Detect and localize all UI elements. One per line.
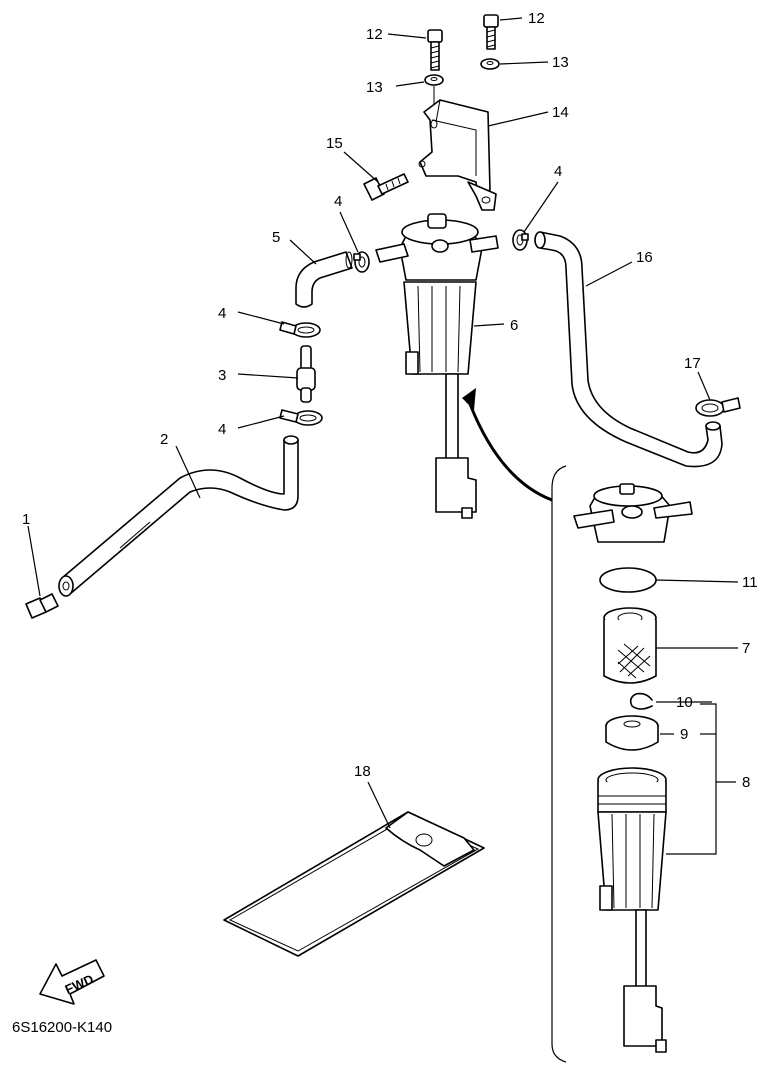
fwd-arrow: FWD xyxy=(39,959,105,1005)
callout-5: 5 xyxy=(272,229,280,246)
callout-9: 9 xyxy=(680,726,688,743)
circlip-10[interactable] xyxy=(629,692,653,710)
callout-1: 1 xyxy=(22,511,30,528)
filter-head-exploded[interactable] xyxy=(573,483,693,543)
filter-bowl-8[interactable] xyxy=(597,767,667,1053)
bolt-12-right[interactable] xyxy=(483,14,499,50)
float-9[interactable] xyxy=(605,715,659,751)
callout-6: 6 xyxy=(510,317,518,334)
hose-2[interactable] xyxy=(58,435,299,597)
leader-lines xyxy=(27,17,739,855)
callout-7: 7 xyxy=(742,640,750,657)
o-ring-11[interactable] xyxy=(599,567,657,593)
clamp-4-lower[interactable] xyxy=(279,409,323,426)
callout-10: 10 xyxy=(676,694,693,711)
screw-15[interactable] xyxy=(363,173,409,201)
diagram-code: 6S16200-K140 xyxy=(12,1019,112,1036)
exploded-view-bracket xyxy=(551,465,567,1063)
callout-16: 16 xyxy=(636,249,653,266)
washer-13-right[interactable] xyxy=(480,58,500,70)
tool-bag-18[interactable] xyxy=(223,811,485,957)
bracket-14[interactable] xyxy=(418,99,497,211)
bolt-12-left[interactable] xyxy=(427,29,443,71)
hose-16[interactable] xyxy=(534,231,723,468)
callout-2: 2 xyxy=(160,431,168,448)
callout-3: 3 xyxy=(218,367,226,384)
clamp-4-upper[interactable] xyxy=(279,321,321,338)
callout-13-right: 13 xyxy=(552,54,569,71)
callout-17: 17 xyxy=(684,355,701,372)
callout-8: 8 xyxy=(742,774,750,791)
joint-3[interactable] xyxy=(296,345,316,403)
plug-1[interactable] xyxy=(25,593,59,619)
clamp-4-filter-left[interactable] xyxy=(353,251,370,273)
hose-5[interactable] xyxy=(295,251,353,308)
callout-11: 11 xyxy=(742,574,758,591)
callout-4-filter-left: 4 xyxy=(334,193,342,210)
callout-15: 15 xyxy=(326,135,343,152)
callout-12-left: 12 xyxy=(366,26,383,43)
filter-element-7[interactable] xyxy=(603,607,657,684)
washer-13-left[interactable] xyxy=(424,74,444,86)
callout-18: 18 xyxy=(354,763,371,780)
callout-12-right: 12 xyxy=(528,10,545,27)
fuel-filter-6[interactable] xyxy=(375,213,499,519)
assembly-arrow xyxy=(462,388,553,502)
clamp-17[interactable] xyxy=(695,397,741,417)
callout-13-left: 13 xyxy=(366,79,383,96)
callout-4-lower: 4 xyxy=(218,421,226,438)
callout-labels: 12 12 13 13 14 15 4 4 5 4 3 4 2 1 6 16 1… xyxy=(22,10,758,791)
callout-4-filter-right: 4 xyxy=(554,163,562,180)
callout-4-upper: 4 xyxy=(218,305,226,322)
callout-14: 14 xyxy=(552,104,569,121)
clamp-4-filter-right[interactable] xyxy=(512,229,529,251)
